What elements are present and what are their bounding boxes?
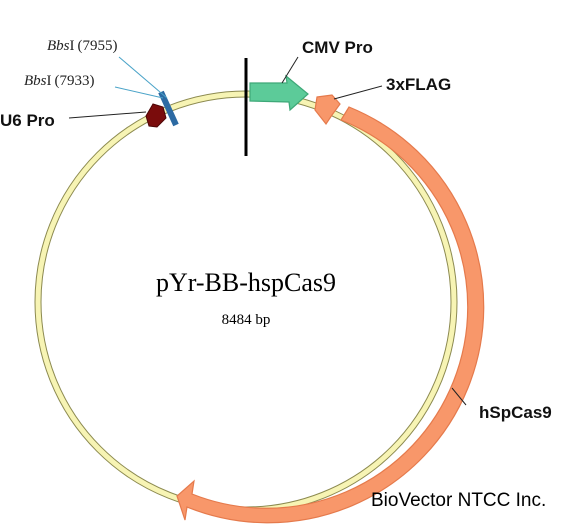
- u6-pro-label: U6 Pro: [0, 111, 55, 130]
- hspcas9-leader: [451, 387, 467, 406]
- cmv-pro-label: CMV Pro: [302, 38, 373, 57]
- bbsi-7955-leader: [118, 56, 168, 99]
- cmv-pro-leader: [281, 56, 299, 84]
- company-watermark: BioVector NTCC Inc.: [371, 490, 546, 511]
- bbsi-site-marker: [158, 90, 179, 127]
- 3xflag-feature-arrow: [314, 94, 341, 126]
- plasmid-size: 8484 bp: [222, 312, 271, 328]
- hspcas9-feature-arrow: [176, 106, 485, 524]
- cmv-pro-feature-arrow: [249, 74, 309, 112]
- hspcas9-label: hSpCas9: [479, 403, 552, 422]
- u6-pro-feature-arrow: [145, 103, 167, 128]
- 3xflag-leader: [333, 85, 383, 100]
- bbsi-7933-leader: [114, 86, 164, 99]
- bbsi-7933-label: BbsI(7933): [24, 73, 95, 89]
- bbsi-7955-label: BbsI(7955): [47, 38, 118, 54]
- u6-pro-leader: [68, 111, 147, 119]
- plasmid-name: pYr-BB-hspCas9: [156, 268, 336, 297]
- plasmid-backbone-fill: [35, 91, 457, 513]
- 3xflag-label: 3xFLAG: [386, 75, 451, 94]
